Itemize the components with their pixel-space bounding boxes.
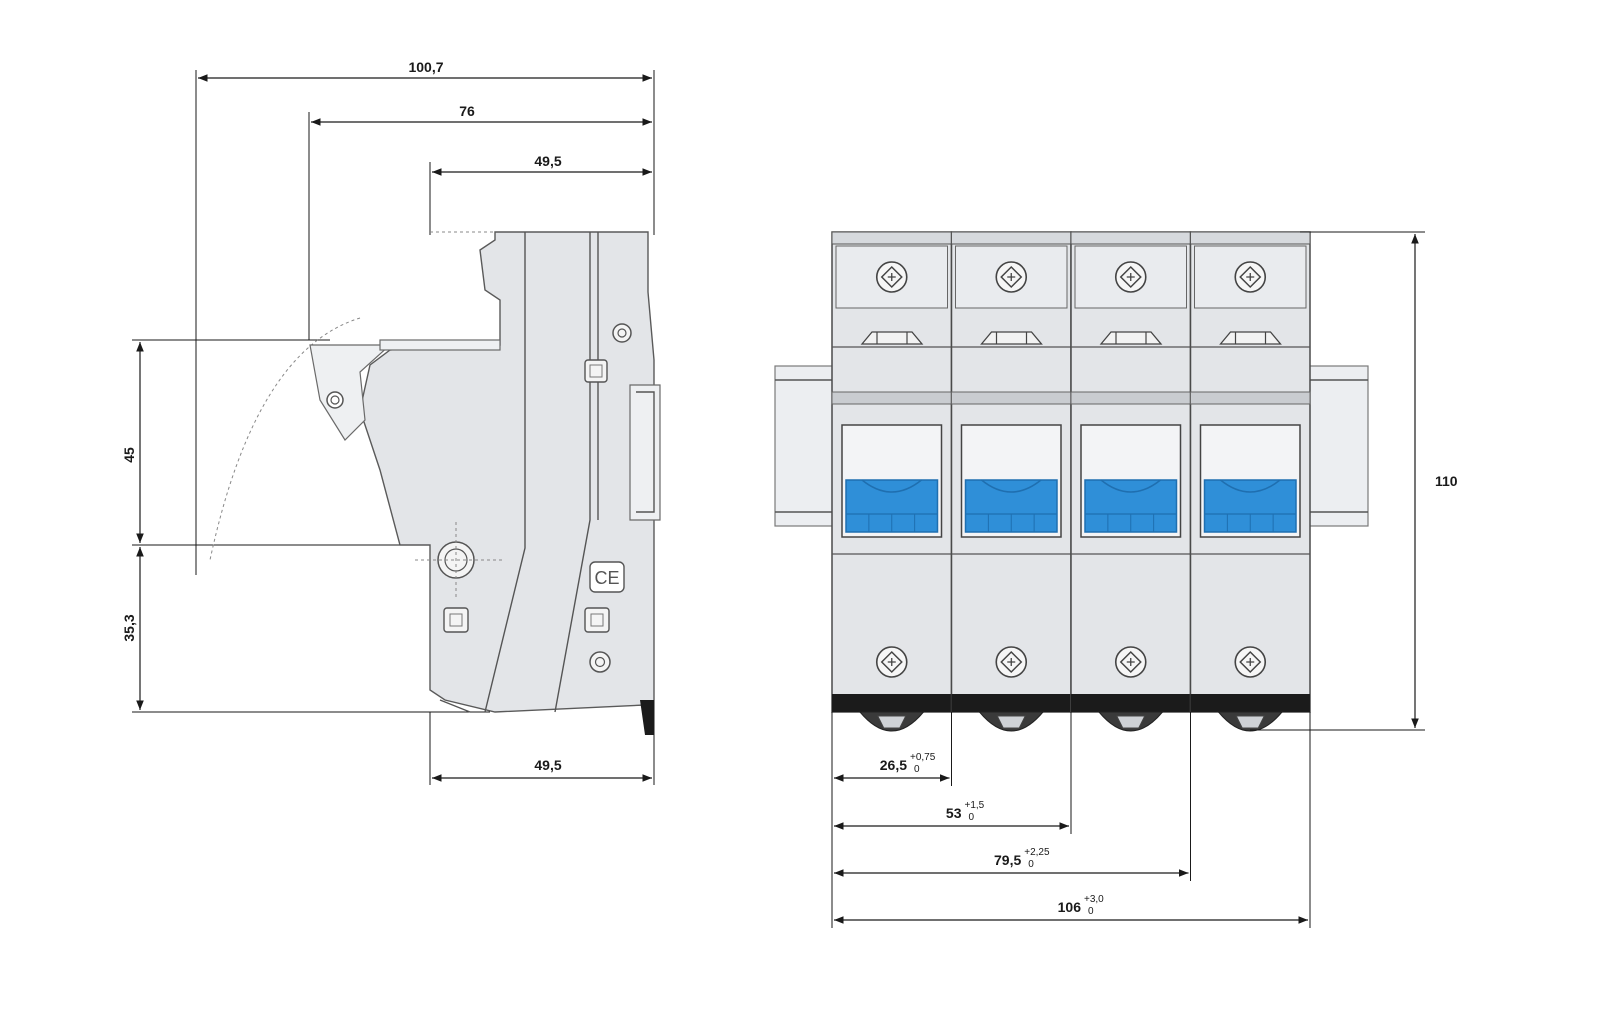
width-value: 53	[946, 805, 962, 821]
pivot-screw	[326, 391, 344, 409]
top-terminal-screw-icon	[875, 261, 908, 293]
pole-2	[950, 231, 1072, 732]
ce-mark-frame	[589, 561, 625, 593]
bottom-terminal-screw-icon	[1114, 646, 1147, 678]
width-tol-lower: 0	[969, 812, 975, 823]
bottom-terminal-band	[832, 694, 952, 712]
dim-height-upper: 45	[121, 447, 137, 463]
dim-height-lower: 35,3	[121, 614, 137, 641]
pole-3	[1070, 231, 1192, 732]
rivet-top-right	[612, 323, 632, 343]
side-housing	[359, 231, 655, 713]
square-rivet-lower-left	[443, 607, 469, 633]
bottom-terminal-band	[951, 694, 1071, 712]
width-value: 26,5	[880, 757, 907, 773]
width-dim-3: 79,5+2,250	[834, 712, 1191, 881]
bottom-terminal-screw-icon	[875, 646, 908, 678]
top-terminal-screw-icon	[1114, 261, 1147, 293]
ce-mark: CE	[594, 568, 619, 588]
rivet-bottom-right	[589, 651, 611, 673]
width-tol-lower: 0	[1088, 906, 1094, 917]
width-tol-upper: +3,0	[1084, 894, 1104, 905]
pole-1	[831, 231, 953, 732]
width-value: 79,5	[994, 852, 1021, 868]
dim-depth-bottom: 49,5	[534, 757, 561, 773]
top-terminal-screw-icon	[1234, 261, 1267, 293]
width-tol-upper: +0,75	[910, 752, 936, 763]
width-tol-upper: +1,5	[965, 800, 985, 811]
top-terminal-screw-icon	[995, 261, 1028, 293]
poles	[831, 231, 1311, 732]
side-view: 100,7 76 49,5 45 35,3 49,5	[121, 59, 661, 785]
width-dim-2: 53+1,50	[834, 712, 1072, 834]
bottom-terminal-band	[1190, 694, 1310, 712]
bottom-terminal-screw-icon	[995, 646, 1028, 678]
bottom-terminal-screw-icon	[1234, 646, 1267, 678]
dim-depth-top: 49,5	[534, 153, 561, 169]
width-dim-1: 26,5+0,750	[831, 712, 952, 928]
din-clip	[629, 384, 661, 521]
width-tol-upper: +2,25	[1024, 847, 1050, 858]
width-dim-4: 106+3,00	[834, 712, 1311, 928]
square-rivet-lower-right	[584, 607, 610, 633]
bottom-foot	[640, 700, 654, 735]
square-rivet-upper	[584, 359, 608, 383]
top-clamp	[860, 331, 924, 345]
width-tol-lower: 0	[914, 764, 920, 775]
pole-4	[1189, 231, 1311, 732]
bottom-terminal-band	[1071, 694, 1191, 712]
dim-depth-open: 76	[459, 103, 475, 119]
dim-overall-depth: 100,7	[408, 59, 443, 75]
top-clamp	[980, 331, 1043, 345]
top-clamp	[1219, 331, 1282, 345]
width-tol-lower: 0	[1028, 859, 1034, 870]
dim-height: 110	[1435, 473, 1458, 489]
width-value: 106	[1058, 899, 1082, 915]
top-clamp	[1099, 331, 1163, 345]
